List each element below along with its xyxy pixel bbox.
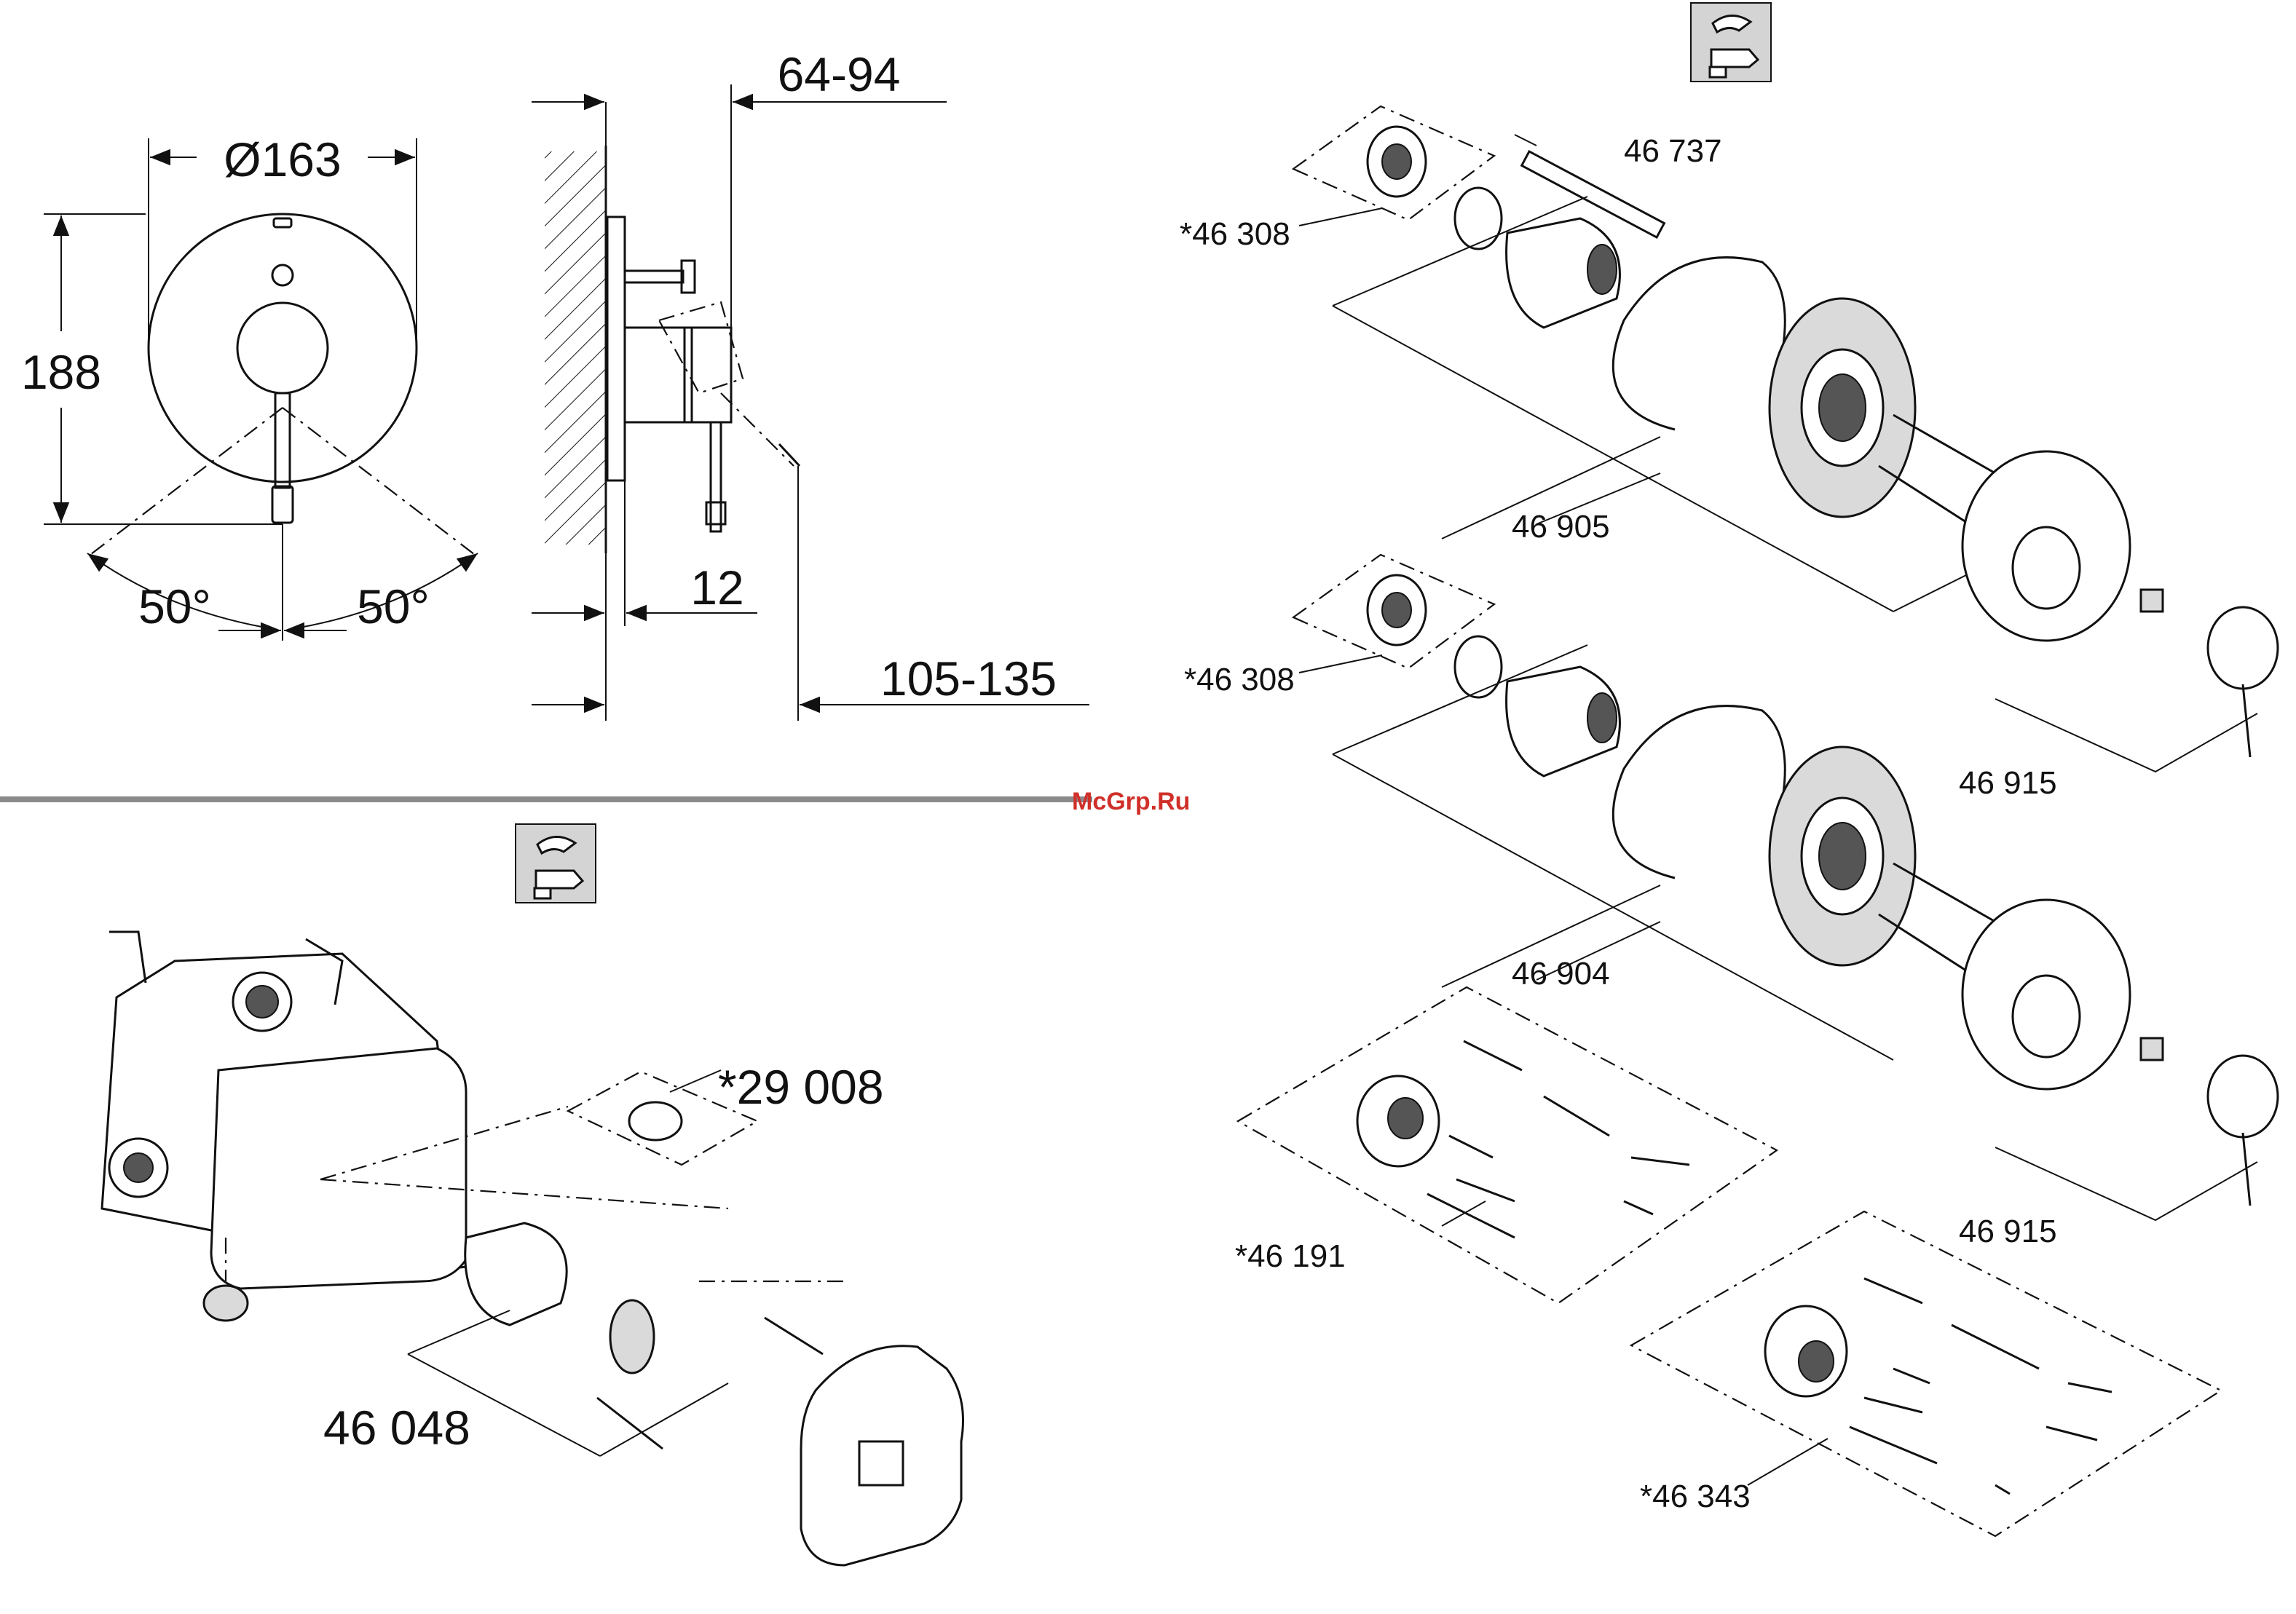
cap-lower-label: *46 308 (1184, 662, 1295, 697)
cover-plate-lower (1962, 900, 2130, 1089)
wall-hatch (545, 151, 606, 545)
height-label: 188 (21, 345, 101, 399)
cover-plate-upper (1962, 451, 2130, 641)
lower-trim-assembly: *46 308 46 904 46 915 (1184, 555, 2278, 1249)
repair-kit-left-label: *46 191 (1235, 1238, 1346, 1274)
stem-label: 46 737 (1624, 133, 1722, 169)
offset-label: 12 (690, 561, 743, 614)
lever-tip (272, 486, 293, 523)
repair-kit-right: *46 343 (1631, 1211, 2221, 1536)
stop-valve (629, 1102, 682, 1140)
handle-upper (2208, 607, 2278, 689)
cartridge (465, 1223, 567, 1325)
handle-hub (237, 303, 328, 393)
mixer-tap-icon (1691, 3, 1771, 82)
cap-upper-label: *46 308 (1180, 216, 1290, 252)
plaster-guard (211, 1048, 466, 1289)
repair-kit-right-label: *46 343 (1640, 1479, 1751, 1514)
watermark: McGrp.Ru (1072, 788, 1190, 815)
side-view: 64-94 12 105-135 (532, 47, 1089, 721)
mounting-template (801, 1346, 963, 1565)
angle-right-label: 50° (357, 579, 430, 633)
cover-plate-outline (149, 214, 417, 482)
repair-kit-left: *46 191 (1235, 987, 1777, 1303)
upper-trim-assembly: *46 308 46 737 46 905 46 915 (1180, 106, 2278, 801)
stop-valve-label: *29 008 (718, 1060, 884, 1114)
o-ring-upper (1455, 188, 1502, 249)
diverter-knob-profile (625, 271, 683, 282)
diverter-hole (272, 265, 293, 285)
o-ring-lower (1455, 636, 1502, 697)
lever (275, 393, 290, 488)
mixer-tap-icon (516, 824, 596, 903)
handle-lower (2208, 1056, 2278, 1137)
retaining-nut (610, 1300, 654, 1373)
snap-ring-lower (1613, 706, 1785, 878)
handle-lower-label: 46 915 (1959, 1214, 2057, 1249)
angle-left-label: 50° (138, 579, 211, 633)
front-view: Ø163 188 50° 50° (21, 132, 478, 641)
handle-upper-label: 46 915 (1959, 765, 2057, 801)
trim-lower-label: 46 904 (1512, 956, 1610, 992)
plug (204, 1286, 248, 1321)
plate-profile (607, 217, 625, 480)
rough-in-body: *29 008 46 048 (102, 932, 963, 1565)
cartridge-label: 46 048 (323, 1401, 470, 1455)
depth-top-label: 64-94 (778, 47, 901, 101)
diameter-label: Ø163 (224, 132, 341, 186)
snap-ring-upper (1613, 258, 1785, 430)
housing-profile (625, 328, 692, 422)
depth-bottom-label: 105-135 (880, 652, 1057, 705)
trim-upper-label: 46 905 (1512, 509, 1610, 545)
logo-mark (274, 218, 291, 227)
